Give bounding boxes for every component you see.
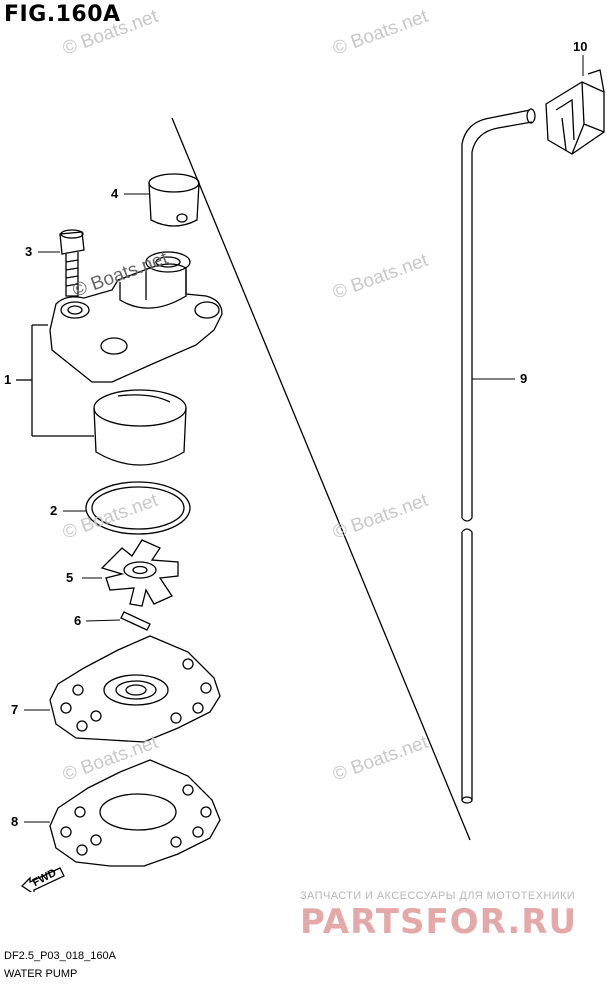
water-tube-part <box>461 108 536 804</box>
figure-title: FIG.160A <box>4 2 121 27</box>
callout-1-bracket <box>16 324 94 437</box>
ad-tagline: ЗАПЧАСТИ И АКСЕССУАРЫ ДЛЯ МОТОТЕХНИКИ <box>300 890 576 902</box>
o-ring-part <box>85 481 191 535</box>
fwd-arrow-icon <box>20 867 65 892</box>
callout-7: 7 <box>11 702 19 717</box>
callout-1: 1 <box>4 372 12 387</box>
key-part <box>120 611 151 631</box>
pump-liner-part <box>93 389 187 466</box>
callout-10: 10 <box>573 39 588 54</box>
grommet-part <box>545 69 605 155</box>
callout-6: 6 <box>74 613 82 628</box>
assembly-line <box>171 117 471 841</box>
callout-8: 8 <box>11 814 19 829</box>
figure-name: WATER PUMP <box>4 968 78 980</box>
bolt-part <box>59 229 85 297</box>
figure-code: DF2.5_P03_018_160A <box>4 950 116 962</box>
callout-9: 9 <box>520 371 528 386</box>
ad-brand-logo: PARTSFOR.RU <box>300 902 578 942</box>
callout-5: 5 <box>66 570 74 585</box>
collar-part <box>148 173 200 227</box>
impeller-part <box>100 539 179 607</box>
callout-4: 4 <box>111 186 119 201</box>
pump-plate-part <box>49 635 221 743</box>
pump-case-part <box>49 251 223 383</box>
leader-lines <box>24 55 584 823</box>
gasket-part <box>49 759 221 867</box>
callout-3: 3 <box>25 244 33 259</box>
callout-2: 2 <box>50 503 58 518</box>
